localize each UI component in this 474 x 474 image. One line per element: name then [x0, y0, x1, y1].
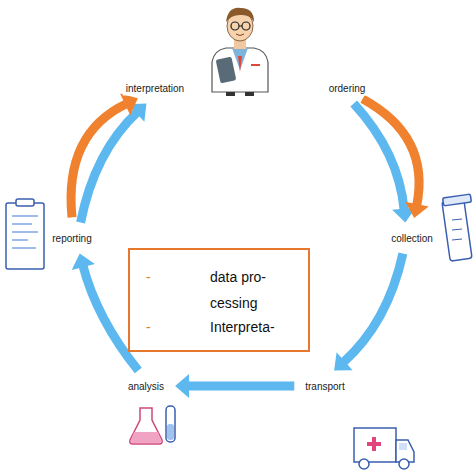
- report-icon: [6, 199, 44, 269]
- collection-tube-icon: [442, 194, 472, 261]
- flow-arrow: [81, 104, 147, 223]
- bullet-dash: -: [146, 264, 151, 290]
- arrow-shaft: [187, 382, 294, 391]
- arrow-head: [405, 202, 429, 218]
- process-box: - data pro- cessing - Interpreta-: [128, 248, 310, 352]
- stage-label: reporting: [52, 233, 91, 244]
- stage-label: interpretation: [126, 83, 184, 94]
- lab-flask-icon: [130, 406, 175, 444]
- stage-label: transport: [305, 381, 344, 392]
- stage-label-node: collection: [388, 231, 436, 246]
- stage-label-node: reporting: [49, 231, 94, 246]
- arrow-shaft: [71, 103, 127, 217]
- arrow-head: [334, 352, 352, 370]
- doctor-figure: [212, 8, 268, 96]
- flow-arrow: [71, 93, 138, 217]
- stage-label-node: interpretation: [123, 81, 187, 96]
- ambulance-icon: [354, 428, 414, 469]
- arrow-head: [72, 254, 95, 271]
- flow-arrow: [334, 254, 403, 371]
- arrow-shaft: [343, 254, 403, 363]
- stage-label-node: analysis: [125, 379, 167, 394]
- flow-arrow: [363, 99, 429, 218]
- stage-label: ordering: [329, 83, 366, 94]
- stage-label: collection: [391, 233, 433, 244]
- stage-label-node: transport: [302, 379, 347, 394]
- box-text: data pro- cessing: [210, 264, 288, 316]
- arrow-head: [120, 93, 138, 115]
- flow-arrow: [354, 104, 416, 223]
- stage-label: analysis: [128, 381, 164, 392]
- bullet-dash: -: [146, 314, 151, 340]
- arrow-shaft: [363, 99, 419, 206]
- flow-arrow: [175, 374, 294, 398]
- stage-label-node: ordering: [326, 81, 369, 96]
- arrow-head: [175, 374, 189, 398]
- box-text: Interpreta-: [210, 314, 275, 340]
